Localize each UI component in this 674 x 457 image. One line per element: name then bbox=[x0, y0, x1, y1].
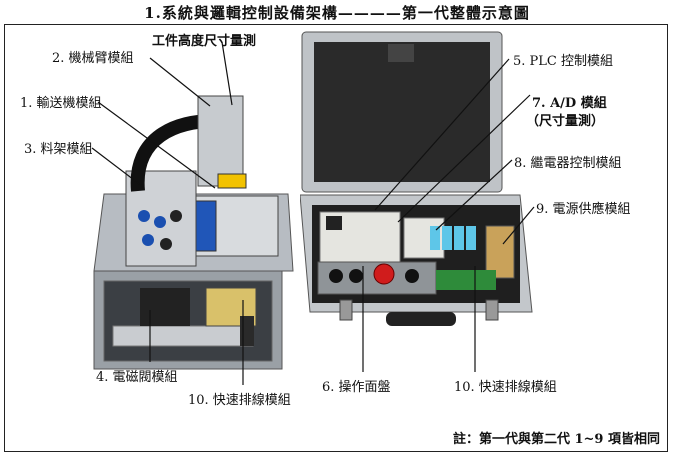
label-power: 9. 電源供應模組 bbox=[536, 202, 631, 217]
label-valve: 4. 電磁閥模組 bbox=[96, 370, 178, 385]
label-operator-panel: 6. 操作面盤 bbox=[322, 380, 391, 395]
label-ad: 7. A/D 模組 bbox=[532, 96, 607, 111]
label-workpiece-height: 工件高度尺寸量測 bbox=[152, 34, 257, 49]
footnote: 註：第一代與第二代 1~9 項皆相同 bbox=[452, 432, 660, 447]
page-title: 1.系統與邏輯控制設備架構————第一代整體示意圖 bbox=[144, 4, 530, 22]
figure-frame bbox=[4, 24, 668, 452]
label-relay: 8. 繼電器控制模組 bbox=[514, 156, 622, 171]
label-quick-wiring-right: 10. 快速排線模組 bbox=[454, 380, 557, 395]
label-quick-wiring-left: 10. 快速排線模組 bbox=[188, 393, 291, 408]
label-rack: 3. 料架模組 bbox=[24, 142, 93, 157]
label-ad-sub: （尺寸量測） bbox=[526, 114, 605, 129]
label-conveyor: 1. 輸送機模組 bbox=[20, 96, 102, 111]
label-plc: 5. PLC 控制模組 bbox=[513, 54, 613, 69]
control-case-photo bbox=[300, 30, 540, 348]
label-robot-arm: 2. 機械臂模組 bbox=[52, 51, 134, 66]
machine-photo bbox=[8, 26, 303, 406]
